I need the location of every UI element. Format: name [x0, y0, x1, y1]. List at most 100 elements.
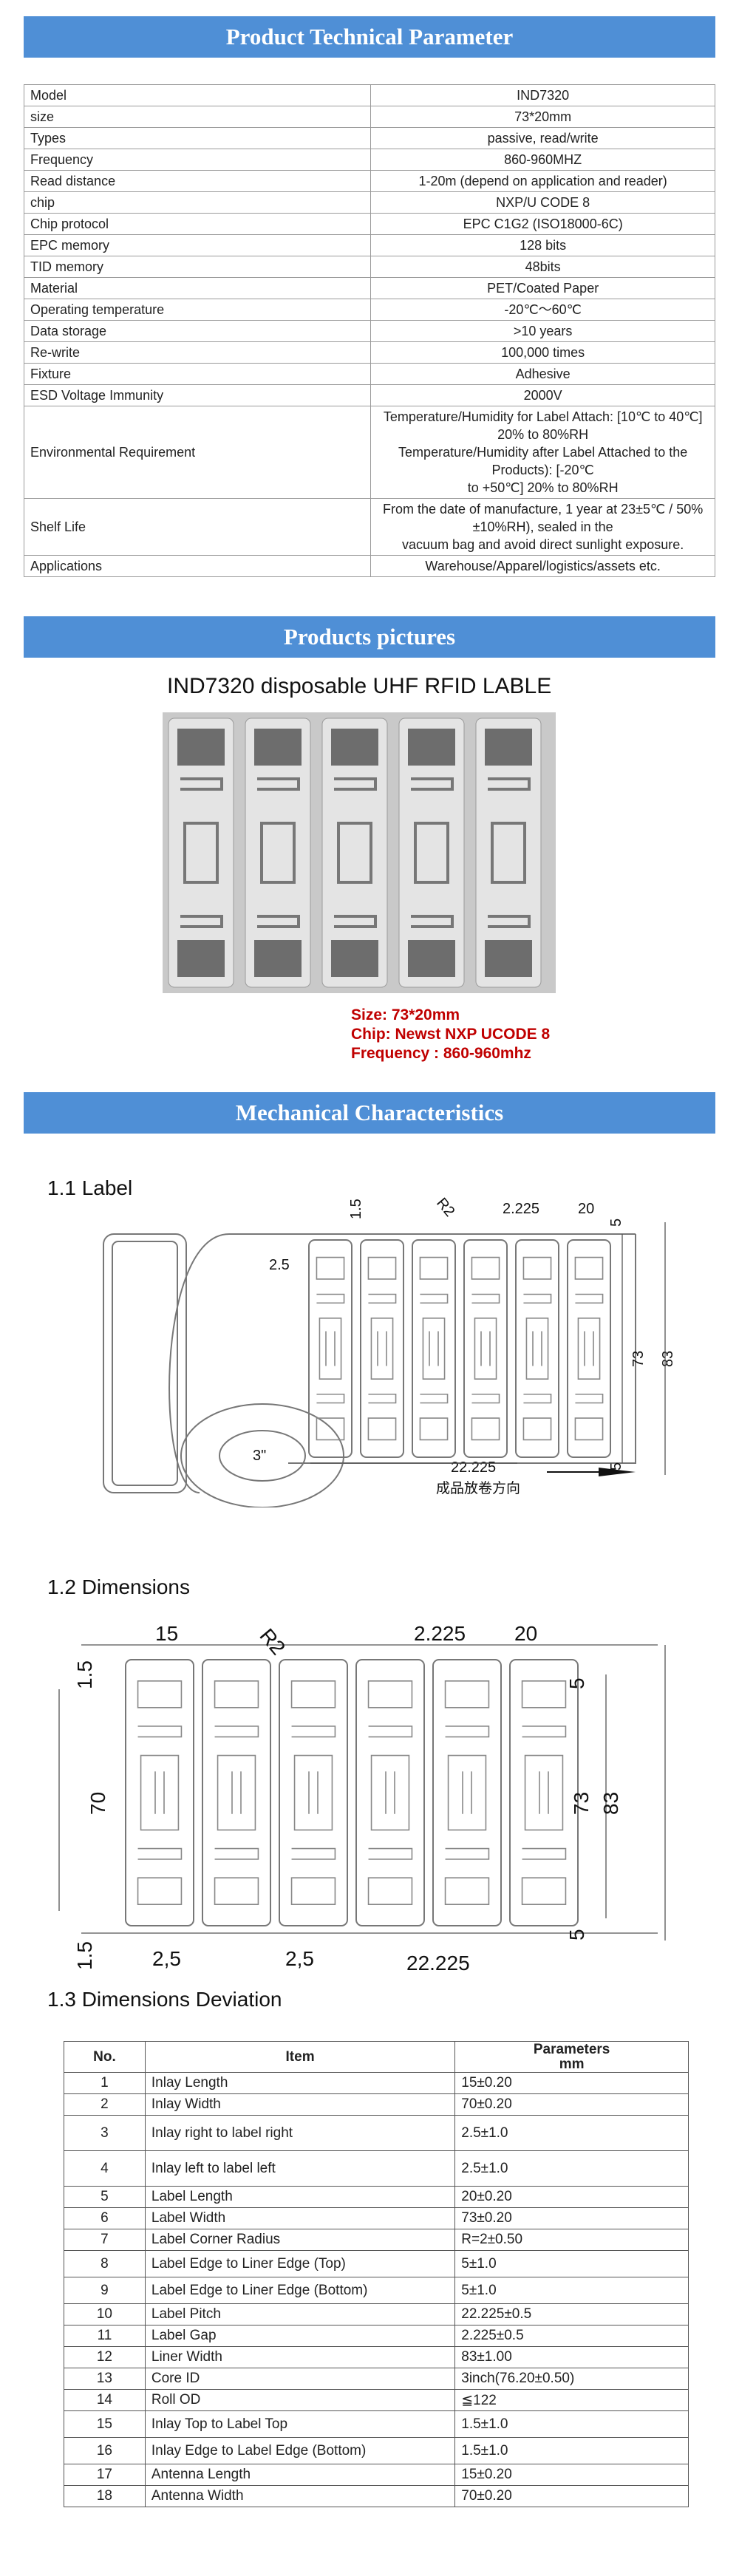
deviation-item: Label Corner Radius [144, 2229, 456, 2251]
deviation-no: 8 [64, 2250, 146, 2277]
antenna-pad [254, 729, 302, 766]
spec-label: EPC memory [23, 234, 372, 256]
spec-value: 48bits [370, 256, 715, 278]
deviation-param: 1.5±1.0 [454, 2437, 689, 2464]
antenna-trace [411, 777, 454, 928]
label-outline [202, 1659, 271, 1926]
caption-frequency: Frequency : 860-960mhz [351, 1045, 531, 1062]
deviation-param: 83±1.00 [454, 2346, 689, 2368]
deviation-no: 12 [64, 2346, 146, 2368]
dim-83: 83 [660, 1351, 676, 1367]
dim-2-225: 2.225 [503, 1201, 539, 1217]
label-drawing: 1.5 R2 2.225 20 5 73 83 5 2.5 22.225 3" … [103, 1195, 676, 1507]
deviation-no: 11 [64, 2325, 146, 2347]
section-banner-mechanical: Mechanical Characteristics [24, 1092, 715, 1134]
deviation-no: 14 [64, 2389, 146, 2411]
deviation-param: 22.225±0.5 [454, 2303, 689, 2325]
label-outline [355, 1659, 425, 1926]
dim-2-225: 2.225 [414, 1622, 466, 1645]
spec-label: Model [23, 84, 372, 106]
antenna-pad [177, 940, 225, 977]
spec-label: Data storage [23, 320, 372, 342]
label-outline [515, 1239, 559, 1458]
spec-label: Read distance [23, 170, 372, 192]
dim-70: 70 [86, 1792, 109, 1815]
dim-5-top: 5 [608, 1219, 624, 1227]
section-banner-technical: Product Technical Parameter [24, 16, 715, 58]
dim-22-225: 22.225 [406, 1952, 470, 1974]
spec-label: Applications [23, 555, 372, 577]
photo-label [245, 718, 311, 988]
deviation-item: Inlay Length [144, 2072, 456, 2094]
spec-value: IND7320 [370, 84, 715, 106]
header-parameters: Parameters mm [454, 2041, 689, 2073]
deviation-item: Antenna Width [144, 2485, 456, 2507]
direction-label: 成品放卷方向 [436, 1480, 520, 1496]
deviation-item: Inlay Width [144, 2093, 456, 2116]
photo-title: IND7320 disposable UHF RFID LABLE [167, 674, 552, 698]
deviation-item: Inlay Edge to Label Edge (Bottom) [144, 2437, 456, 2464]
deviation-heading: 1.3 Dimensions Deviation [47, 1988, 282, 2011]
deviation-param: 3inch(76.20±0.50) [454, 2368, 689, 2390]
spec-row: Data storage>10 years [23, 320, 715, 342]
label-heading: 1.1 Label [47, 1176, 133, 1199]
antenna-trace [488, 777, 531, 928]
deviation-no: 6 [64, 2207, 146, 2229]
label-outline [432, 1659, 502, 1926]
deviation-param: 2.225±0.5 [454, 2325, 689, 2347]
deviation-param: 70±0.20 [454, 2485, 689, 2507]
antenna-pad [254, 940, 302, 977]
spec-value: PET/Coated Paper [370, 277, 715, 299]
dim-83: 83 [599, 1792, 622, 1815]
spec-label: Fixture [23, 363, 372, 385]
antenna-pad [485, 729, 532, 766]
label-outline [509, 1659, 579, 1926]
deviation-item: Label Edge to Liner Edge (Bottom) [144, 2277, 456, 2304]
caption-chip: Chip: Newst NXP UCODE 8 [351, 1026, 551, 1043]
dim-2-5: 2.5 [269, 1257, 290, 1273]
dim-15: 15 [155, 1622, 178, 1645]
spec-label: size [23, 106, 372, 128]
antenna-pad [331, 940, 378, 977]
deviation-no: 13 [64, 2368, 146, 2390]
spec-label: Frequency [23, 149, 372, 171]
deviation-param: 2.5±1.0 [454, 2150, 689, 2187]
spec-value: -20℃～60℃ [370, 299, 715, 321]
dim-73: 73 [570, 1792, 593, 1815]
deviation-param: 15±0.20 [454, 2072, 689, 2094]
spec-value: Warehouse/Apparel/logistics/assets etc. [370, 555, 715, 577]
spec-value: 73*20mm [370, 106, 715, 128]
spec-label: Chip protocol [23, 213, 372, 235]
dim-5-bottom: 5 [565, 1929, 588, 1940]
label-outline [279, 1659, 348, 1926]
spec-label: ESD Voltage Immunity [23, 384, 372, 406]
dimensions-drawing: 1.5 15 R2 2.225 20 5 70 73 83 5 1.5 2,5 … [58, 1622, 666, 1974]
spec-value: passive, read/write [370, 127, 715, 149]
spec-label: TID memory [23, 256, 372, 278]
deviation-no: 17 [64, 2464, 146, 2486]
product-photo [163, 712, 556, 993]
spec-label: Material [23, 277, 372, 299]
deviation-item: Inlay Top to Label Top [144, 2410, 456, 2438]
antenna-pad [485, 940, 532, 977]
deviation-param: 1.5±1.0 [454, 2410, 689, 2438]
spec-value: 1-20m (depend on application and reader) [370, 170, 715, 192]
deviation-no: 9 [64, 2277, 146, 2304]
photo-label [168, 718, 234, 988]
